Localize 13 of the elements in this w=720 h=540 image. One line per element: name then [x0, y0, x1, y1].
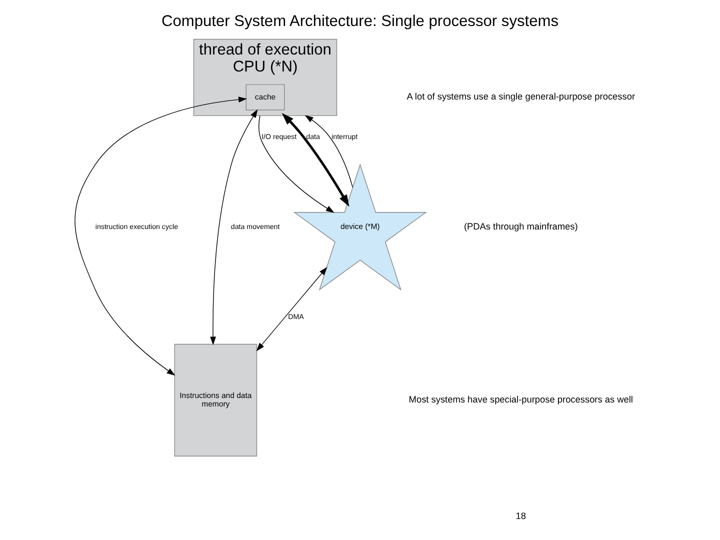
- label: A lot of systems use a single general-purpose processor: [406, 92, 636, 102]
- arrow: [256, 266, 328, 352]
- label: Most systems have special-purpose processors as well: [408, 394, 633, 405]
- node-box: cache: [246, 84, 285, 110]
- label: (PDAs through mainframes): [464, 222, 578, 232]
- arrow: [210, 109, 258, 346]
- diagram-title: Computer System Architecture: Single processor systems: [162, 13, 558, 30]
- arrow: [282, 113, 350, 207]
- arrow: [74, 96, 248, 376]
- arrow: [258, 115, 334, 213]
- node-box: Instructions and data memory: [174, 344, 258, 457]
- label: 18: [516, 510, 526, 521]
- arrow: [304, 115, 354, 188]
